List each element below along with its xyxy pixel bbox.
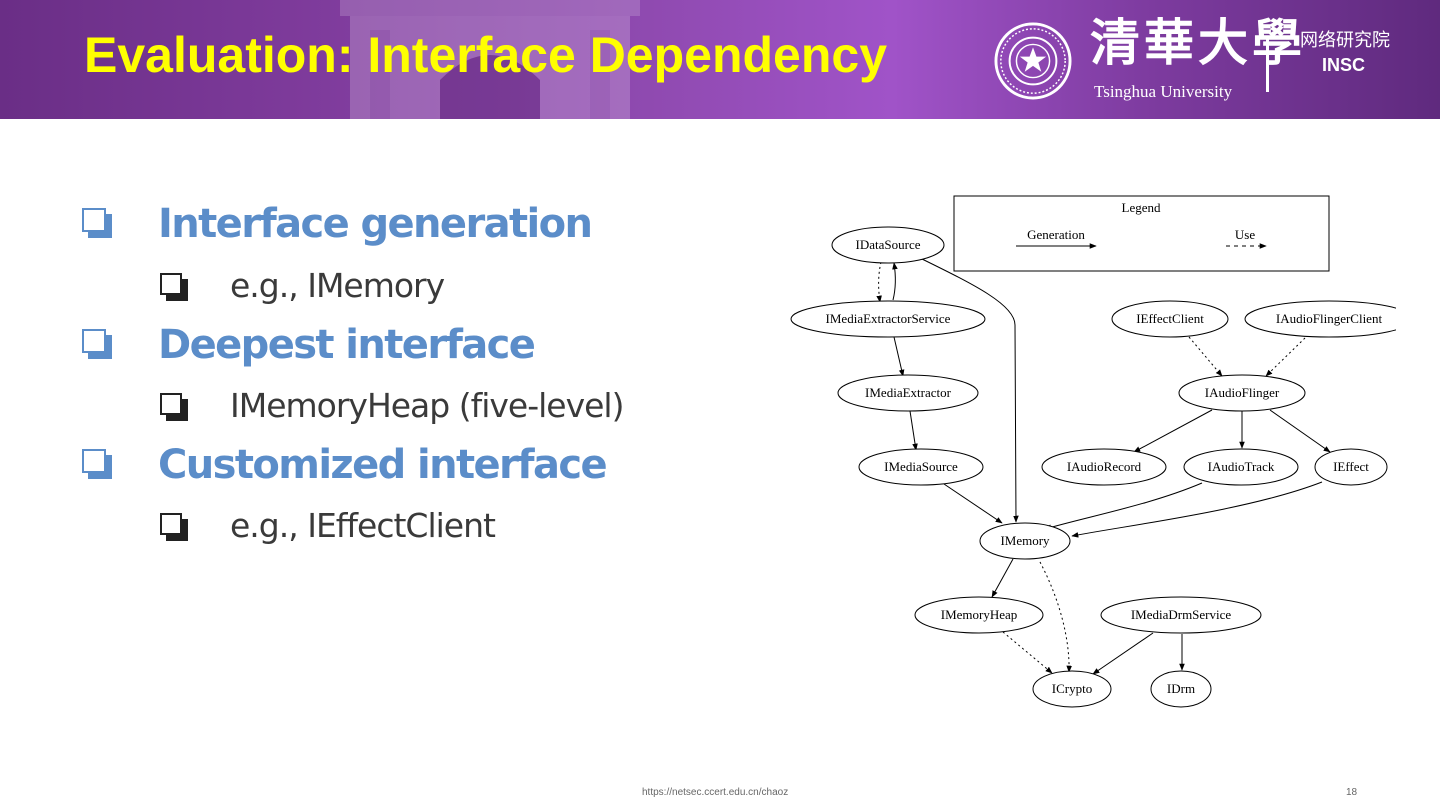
- node-label: IEffect: [1333, 459, 1369, 474]
- edge-imemory-imemoryheap: [991, 558, 1014, 598]
- node-imediadrmservice: IMediaDrmService: [1100, 596, 1262, 634]
- node-icrypto: ICrypto: [1032, 670, 1112, 708]
- edge-imemory-icrypto: [1039, 561, 1072, 673]
- edge-imediaextractorservice-idatasource: [892, 262, 898, 301]
- node-iaudioflingerclient: IAudioFlingerClient: [1244, 300, 1396, 338]
- node-label: ICrypto: [1052, 681, 1092, 696]
- university-name-en: Tsinghua University: [1094, 82, 1233, 101]
- node-iaudioflinger: IAudioFlinger: [1178, 374, 1306, 412]
- node-label: IEffectClient: [1136, 311, 1204, 326]
- node-imediasource: IMediaSource: [858, 448, 984, 486]
- sub-bullet-ieffectclient: e.g., IEffectClient: [230, 506, 496, 545]
- edge-ieffect-imemory: [1071, 481, 1323, 538]
- page-number: 18: [1346, 787, 1358, 798]
- edge-idatasource-imemory: [921, 258, 1019, 523]
- university-name-cn: 清華大學: [1090, 13, 1306, 72]
- node-imemoryheap: IMemoryHeap: [914, 596, 1044, 634]
- header-banner: Evaluation: Interface Dependency 清華大學 Ts…: [0, 0, 1440, 119]
- edge-iaudioflingerclient-iaudioflinger: [1265, 337, 1306, 377]
- node-label: IMemory: [1000, 533, 1050, 548]
- legend: Legend Generation Use: [953, 195, 1330, 272]
- sub-bullet-box-icon: [160, 513, 188, 541]
- edge-imediaextractorservice-imediaextractor: [893, 336, 905, 377]
- node-label: IMediaSource: [884, 459, 958, 474]
- bullet-interface-generation: Interface generation: [158, 201, 593, 247]
- node-imediaextractorservice: IMediaExtractorService: [790, 300, 986, 338]
- bullet-deepest-interface: Deepest interface: [158, 322, 536, 368]
- sub-bullet-imemoryheap: IMemoryHeap (five-level): [230, 386, 624, 425]
- institute-name-en: INSC: [1322, 55, 1366, 75]
- edge-idatasource-imediaextractorservice: [876, 261, 882, 303]
- bullet-box-icon: [82, 208, 112, 238]
- sub-bullet-box-icon: [160, 273, 188, 301]
- edge-imediadrmservice-icrypto: [1092, 632, 1154, 675]
- node-imediaextractor: IMediaExtractor: [837, 374, 979, 412]
- edge-imemoryheap-icrypto: [1002, 631, 1053, 674]
- institute-name-cn: 网络研究院: [1300, 30, 1390, 51]
- sub-bullet-imemory: e.g., IMemory: [230, 266, 445, 305]
- bullet-box-icon: [82, 449, 112, 479]
- slide-title: Evaluation: Interface Dependency: [84, 27, 888, 83]
- node-idrm: IDrm: [1150, 670, 1212, 708]
- node-iaudiotrack: IAudioTrack: [1183, 448, 1299, 486]
- interface-dependency-graph: Legend Generation Use IDataSource: [790, 195, 1396, 708]
- edge-imediaextractor-imediasource: [909, 410, 918, 451]
- node-label: IMediaExtractorService: [826, 311, 951, 326]
- footer-url: https://netsec.ccert.edu.cn/chaoz: [642, 787, 789, 798]
- edge-imediasource-imemory: [943, 483, 1003, 524]
- node-label: IAudioFlinger: [1205, 385, 1280, 400]
- node-label: IAudioTrack: [1208, 459, 1275, 474]
- node-label: IDrm: [1167, 681, 1195, 696]
- node-idatasource: IDataSource: [831, 226, 945, 264]
- campus-gate-image: [340, 0, 640, 119]
- legend-title: Legend: [1122, 200, 1161, 215]
- node-label: IAudioRecord: [1067, 459, 1142, 474]
- legend-use-label: Use: [1235, 227, 1255, 242]
- bullet-customized-interface: Customized interface: [158, 442, 608, 488]
- node-label: IMemoryHeap: [941, 607, 1018, 622]
- node-label: IMediaDrmService: [1131, 607, 1232, 622]
- node-imemory: IMemory: [979, 522, 1071, 560]
- node-label: IMediaExtractor: [865, 385, 952, 400]
- sub-bullet-box-icon: [160, 393, 188, 421]
- node-label: IDataSource: [856, 237, 921, 252]
- node-label: IAudioFlingerClient: [1276, 311, 1383, 326]
- edge-ieffectclient-iaudioflinger: [1188, 336, 1223, 377]
- edge-iaudioflinger-ieffect: [1269, 409, 1331, 453]
- bullet-box-icon: [82, 329, 112, 359]
- node-iaudiorecord: IAudioRecord: [1041, 448, 1167, 486]
- edge-iaudioflinger-iaudiorecord: [1133, 409, 1213, 453]
- header-divider: [1266, 36, 1269, 92]
- edge-iaudiotrack-imemory: [1044, 482, 1203, 530]
- node-ieffectclient: IEffectClient: [1111, 300, 1229, 338]
- tsinghua-seal-icon: [994, 22, 1072, 100]
- legend-generation-label: Generation: [1027, 227, 1085, 242]
- node-ieffect: IEffect: [1314, 448, 1388, 486]
